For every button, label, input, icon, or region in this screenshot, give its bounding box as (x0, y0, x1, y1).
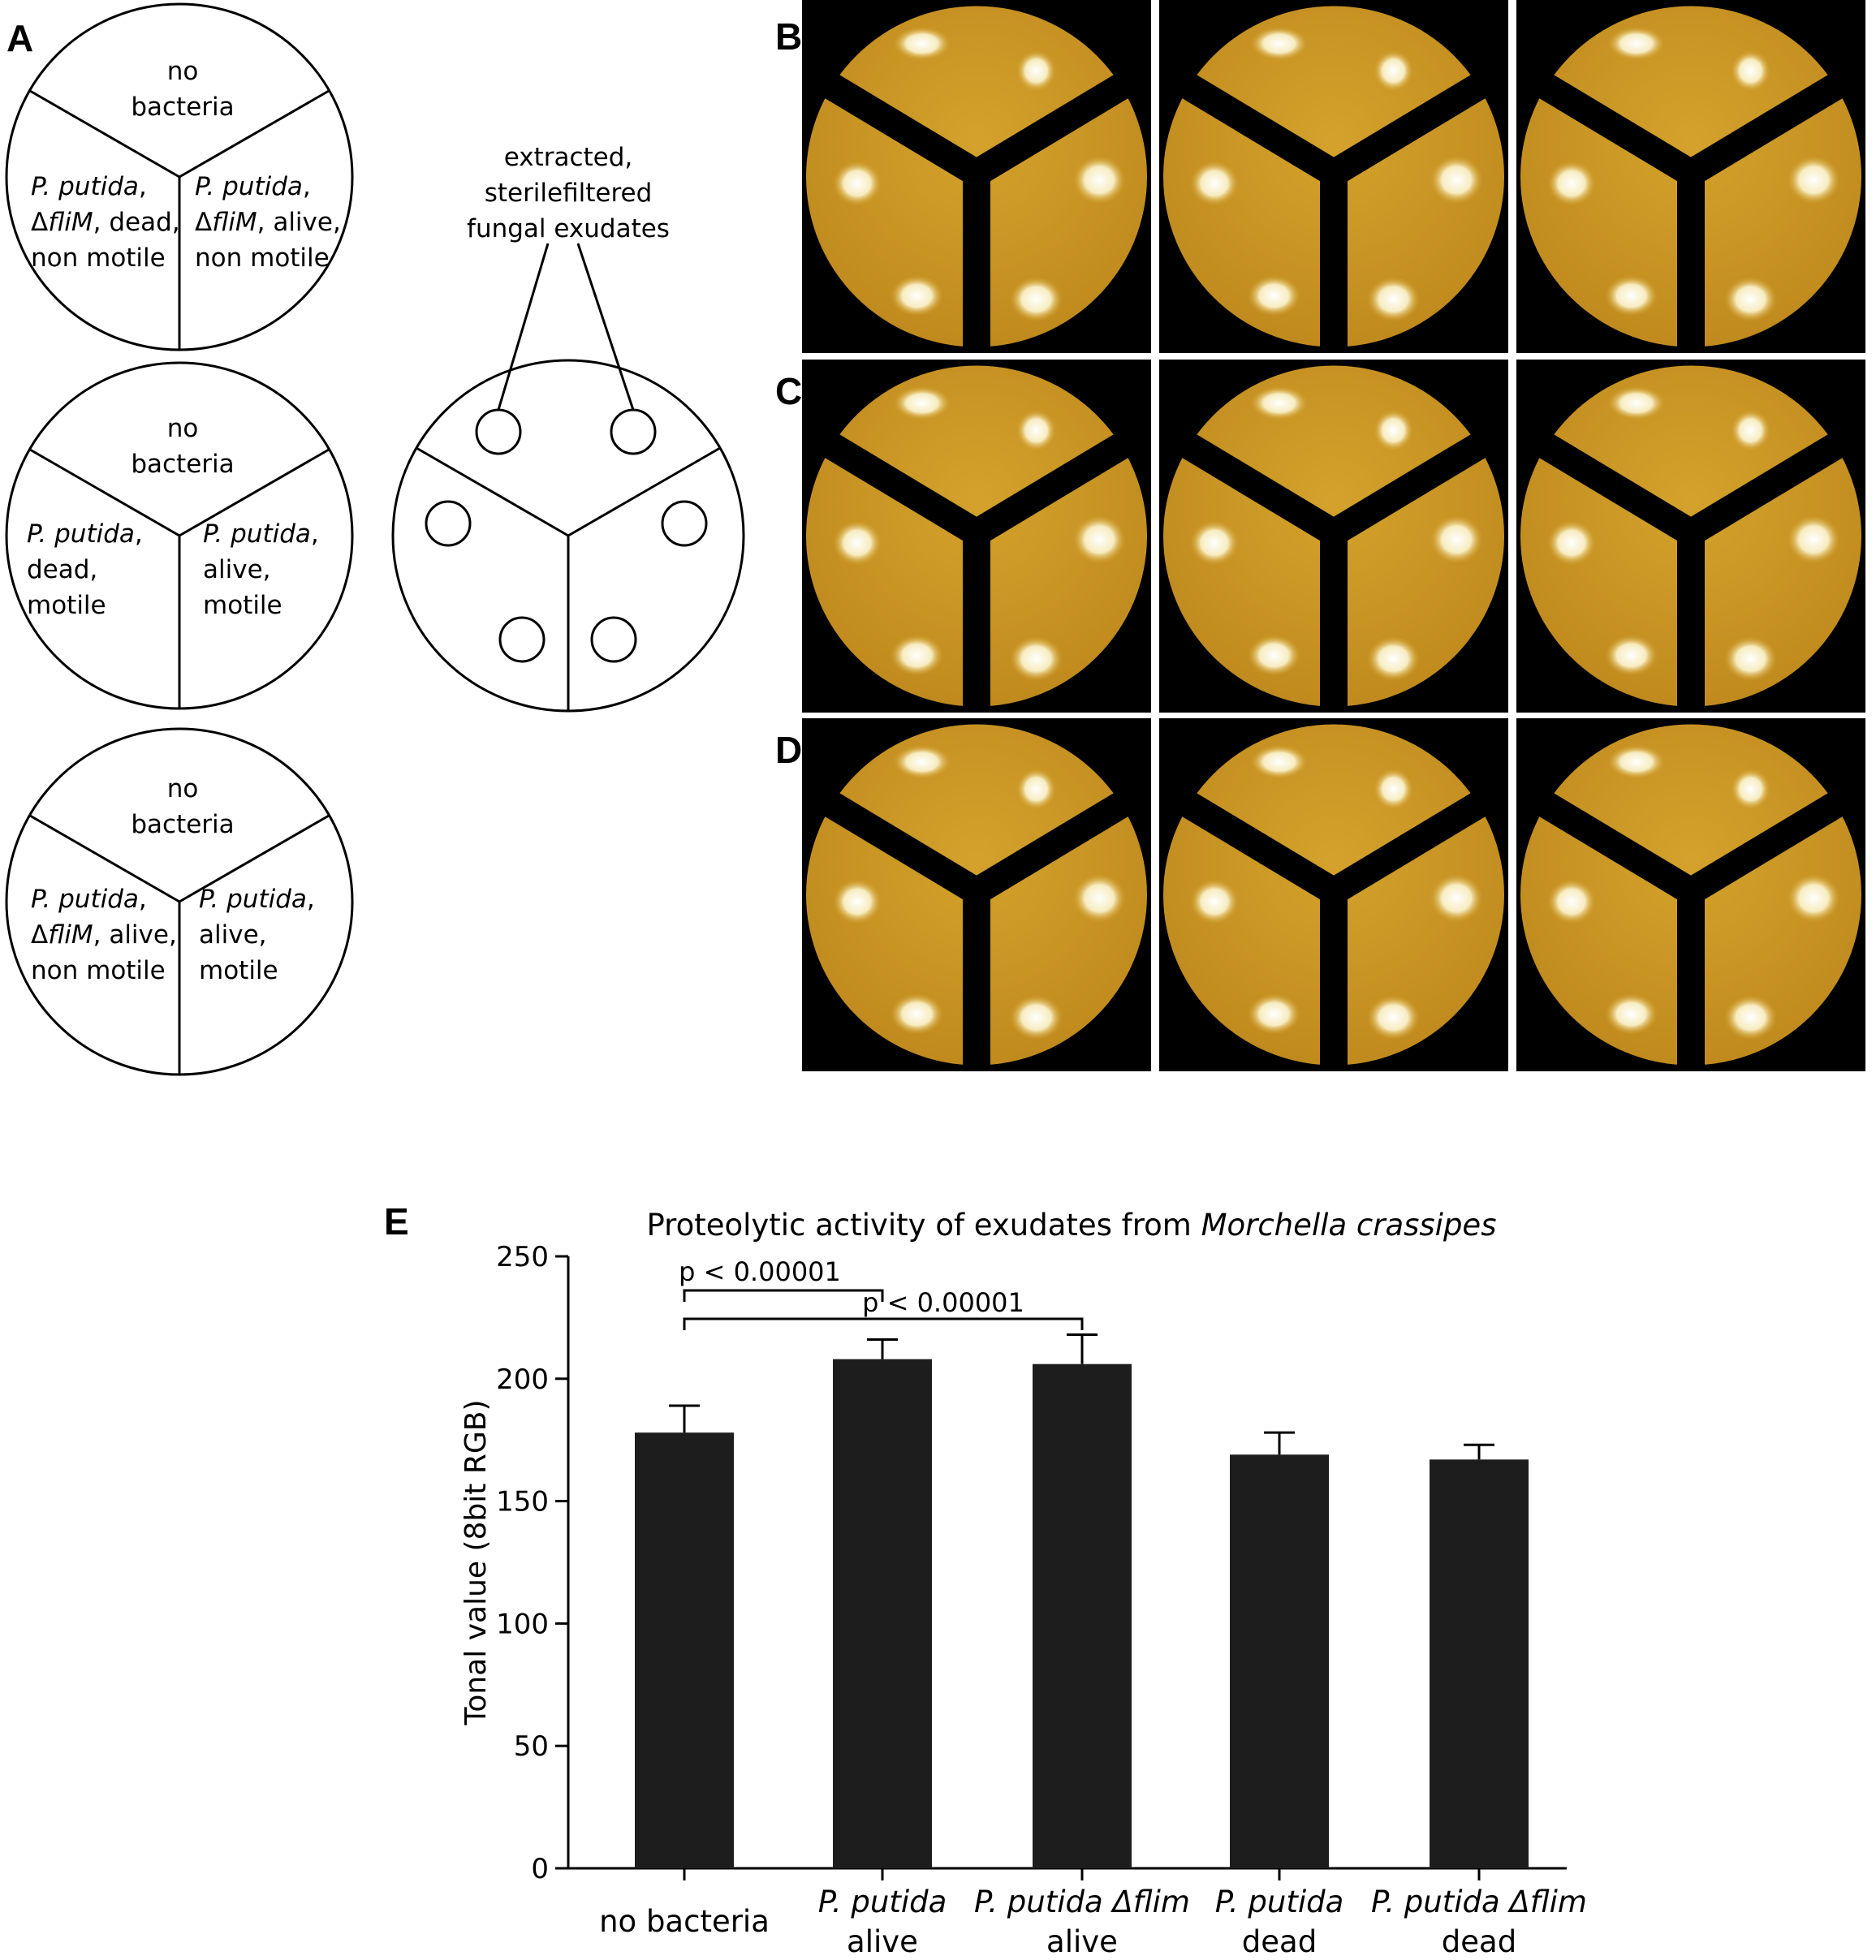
plate3-label-right: P. putida, alive, motile (199, 885, 315, 985)
plate-photo (802, 718, 1151, 1071)
x-tick-label: dead (1442, 1924, 1516, 1959)
plate2-label-top: no bacteria (131, 414, 235, 479)
bar (1430, 1459, 1529, 1868)
panel-label-b: B (775, 15, 803, 58)
plate-photo (1516, 360, 1865, 713)
x-tick-label: P. putida (1215, 1885, 1344, 1919)
y-tick-label: 100 (496, 1608, 549, 1640)
plate1-label-top: no bacteria (131, 57, 235, 122)
panel-label-c: C (775, 370, 803, 412)
plate-photo (1159, 718, 1508, 1071)
y-tick-label: 0 (531, 1853, 549, 1885)
x-tick-label: alive (847, 1924, 918, 1959)
plate1-label-left: P. putida, ΔfliM, dead, non motile (31, 172, 180, 273)
bar (833, 1359, 932, 1868)
y-tick-label: 150 (496, 1486, 549, 1518)
panel-label-d: D (775, 729, 803, 771)
panel-a-diagram (5, 2, 745, 1076)
significance-bracket (683, 1289, 884, 1302)
plate-photo (802, 360, 1151, 713)
bar (635, 1432, 734, 1868)
bar (1033, 1363, 1132, 1868)
plate2-label-right: P. putida, alive, motile (203, 519, 319, 620)
x-tick-label: P. putida Δflim (974, 1885, 1190, 1919)
x-tick-label: alive (1046, 1924, 1118, 1959)
schematic-caption: extracted, sterilefiltered fungal exudat… (467, 143, 670, 243)
y-tick-label: 50 (514, 1730, 549, 1763)
plate-photo (1516, 0, 1865, 353)
significance-label: p < 0.00001 (679, 1256, 841, 1287)
exudate-spot (590, 616, 637, 663)
x-tick-label: P. putida (818, 1885, 947, 1919)
y-tick-label: 250 (496, 1241, 549, 1273)
y-axis-label: Tonal value (8bit RGB) (459, 1399, 493, 1725)
plate-photo (1159, 0, 1508, 353)
panel-label-e: E (384, 1200, 409, 1243)
x-tick-label: dead (1242, 1924, 1317, 1959)
exudate-spot (498, 616, 546, 663)
plate3-label-top: no bacteria (131, 774, 235, 839)
plate3-label-left: P. putida, ΔfliM, alive, non motile (31, 885, 177, 985)
plate2-label-left: P. putida, dead, motile (27, 519, 143, 620)
plate-photo (802, 0, 1151, 353)
plate-photo (1159, 360, 1508, 713)
exudate-spot (425, 500, 472, 547)
x-tick-label: P. putida Δflim (1371, 1885, 1587, 1919)
exudate-spot (661, 500, 708, 547)
significance-label: p < 0.00001 (862, 1287, 1024, 1318)
panel-label-a: A (6, 17, 34, 59)
significance-bracket (683, 1317, 1084, 1330)
bar (1230, 1454, 1329, 1868)
plate-photo (1516, 718, 1865, 1071)
chart-title: Proteolytic activity of exudates from Mo… (647, 1208, 1497, 1243)
y-tick-label: 200 (496, 1363, 549, 1396)
plate1-label-right: P. putida, ΔfliM, alive, non motile (195, 172, 341, 273)
x-tick-label: no bacteria (599, 1904, 770, 1939)
